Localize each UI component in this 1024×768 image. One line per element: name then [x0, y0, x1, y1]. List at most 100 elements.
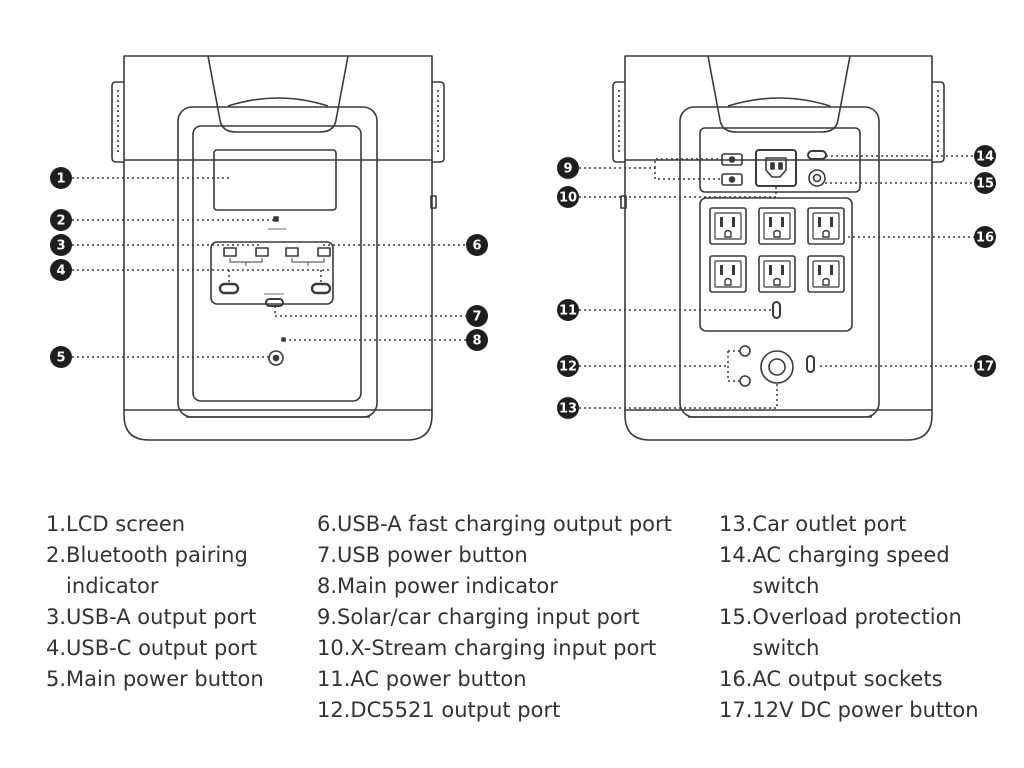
solar-input-port-center [728, 156, 736, 163]
leader-9 [579, 158, 722, 180]
legend-column-1: 1.LCD screen 2.Bluetooth pairing indicat… [46, 509, 276, 695]
legend-number: 10. [317, 636, 351, 660]
legend-item: 11.AC power button [317, 664, 730, 695]
rear-input-panel [699, 127, 861, 193]
front-handle [207, 55, 349, 133]
front-panel-outer [177, 106, 378, 418]
ac-socket-slot-right [830, 265, 833, 275]
legend-number: 11. [317, 667, 351, 691]
legend-item: 10.X-Stream charging input port [317, 633, 730, 664]
bluetooth-indicator [273, 216, 279, 222]
legend-text: Main power button [66, 667, 264, 691]
legend-number: 14. [719, 543, 753, 567]
legend-number: 17. [719, 698, 753, 722]
ac-socket-face [812, 260, 840, 288]
ac-socket [807, 207, 845, 245]
rear-grip-right [932, 81, 945, 163]
ac-socket-frame [758, 255, 796, 293]
callout-15: 15 [974, 172, 996, 194]
callout-12: 12 [557, 355, 579, 377]
legend-text: Car outlet port [752, 512, 907, 536]
legend-item: 14.AC charging speed switch [719, 540, 982, 602]
leader-12 [579, 350, 740, 382]
legend-number: 7. [317, 543, 338, 567]
legend-number: 5. [46, 667, 67, 691]
callout-1: 1 [50, 167, 72, 189]
main-power-button [268, 350, 284, 366]
ac-socket [758, 207, 796, 245]
callout-8: 8 [466, 329, 488, 351]
legend-column-2: 6.USB-A fast charging output port 7.USB … [317, 509, 730, 726]
front-panel-inner [192, 125, 362, 402]
rear-grip-left [612, 81, 625, 163]
ac-socket-face [763, 212, 791, 240]
legend-item: 1.LCD screen [46, 509, 276, 540]
usb-a-bracket [229, 258, 263, 266]
ac-output-sockets [709, 207, 845, 293]
ac-socket-slot-right [830, 217, 833, 227]
legend-number: 3. [46, 605, 67, 629]
dc5521-port-1 [739, 345, 751, 357]
ac-socket [709, 207, 747, 245]
callout-9: 9 [557, 157, 579, 179]
overload-protection-switch-center [812, 173, 822, 183]
legend-item: 17.12V DC power button [719, 695, 982, 726]
legend-item: 2.Bluetooth pairing indicator [46, 540, 276, 602]
front-view [111, 55, 445, 441]
callout-6: 6 [466, 234, 488, 256]
ac-socket-ground [724, 277, 732, 286]
ac-power-button [772, 301, 781, 319]
legend-number: 8. [317, 574, 338, 598]
callout-14: 14 [974, 145, 996, 167]
callout-10: 10 [557, 186, 579, 208]
car-outlet-port [760, 350, 794, 384]
x-stream-input-port [755, 149, 797, 187]
callout-10-label: 10 [559, 191, 577, 206]
main-power-button-center [272, 354, 280, 362]
callout-3-label: 3 [56, 239, 65, 254]
callout-13: 13 [557, 397, 579, 419]
legend-item: 15.Overload protection switch [719, 602, 982, 664]
usb-port-bezel [210, 241, 334, 305]
legend-text: USB power button [337, 543, 528, 567]
legend-number: 2. [46, 543, 67, 567]
x-stream-pin-left [770, 162, 775, 170]
legend-item: 12.DC5521 output port [317, 695, 730, 726]
legend-item: 6.USB-A fast charging output port [317, 509, 730, 540]
legend-text: 12V DC power button [752, 698, 979, 722]
x-stream-input-socket [765, 157, 787, 178]
callout-11: 11 [557, 299, 579, 321]
legend-number: 15. [719, 605, 753, 629]
ac-socket-slot-right [781, 265, 784, 275]
car-input-port [721, 173, 743, 186]
legend-text: Solar/car charging input port [337, 605, 640, 629]
ac-socket-face [714, 260, 742, 288]
legend-number: 4. [46, 636, 67, 660]
callout-15-label: 15 [976, 177, 994, 192]
ac-socket-slot-right [732, 217, 735, 227]
ac-socket-frame [758, 207, 796, 245]
legend-text: X-Stream charging input port [350, 636, 657, 660]
rear-side-knob [620, 195, 627, 209]
callout-2-label: 2 [56, 214, 65, 229]
ac-socket-slot-right [781, 217, 784, 227]
ac-socket-slot-left [818, 217, 821, 227]
legend-text: AC power button [350, 667, 527, 691]
legend-text: USB-A output port [66, 605, 257, 629]
ac-socket [709, 255, 747, 293]
legend-item: 8.Main power indicator [317, 571, 730, 602]
callout-7-label: 7 [472, 310, 481, 325]
car-outlet-port-inner [768, 358, 786, 376]
callout-3: 3 [50, 234, 72, 256]
car-input-port-center [728, 176, 736, 183]
ac-socket-ground [773, 229, 781, 238]
lcd-screen [213, 149, 337, 211]
callout-12-label: 12 [559, 360, 577, 375]
legend-number: 16. [719, 667, 753, 691]
ac-output-panel [699, 197, 853, 332]
callout-5: 5 [50, 346, 72, 368]
callout-13-label: 13 [559, 402, 577, 417]
callout-6-label: 6 [472, 239, 481, 254]
legend-item: 5.Main power button [46, 664, 276, 695]
ac-socket-face [714, 212, 742, 240]
